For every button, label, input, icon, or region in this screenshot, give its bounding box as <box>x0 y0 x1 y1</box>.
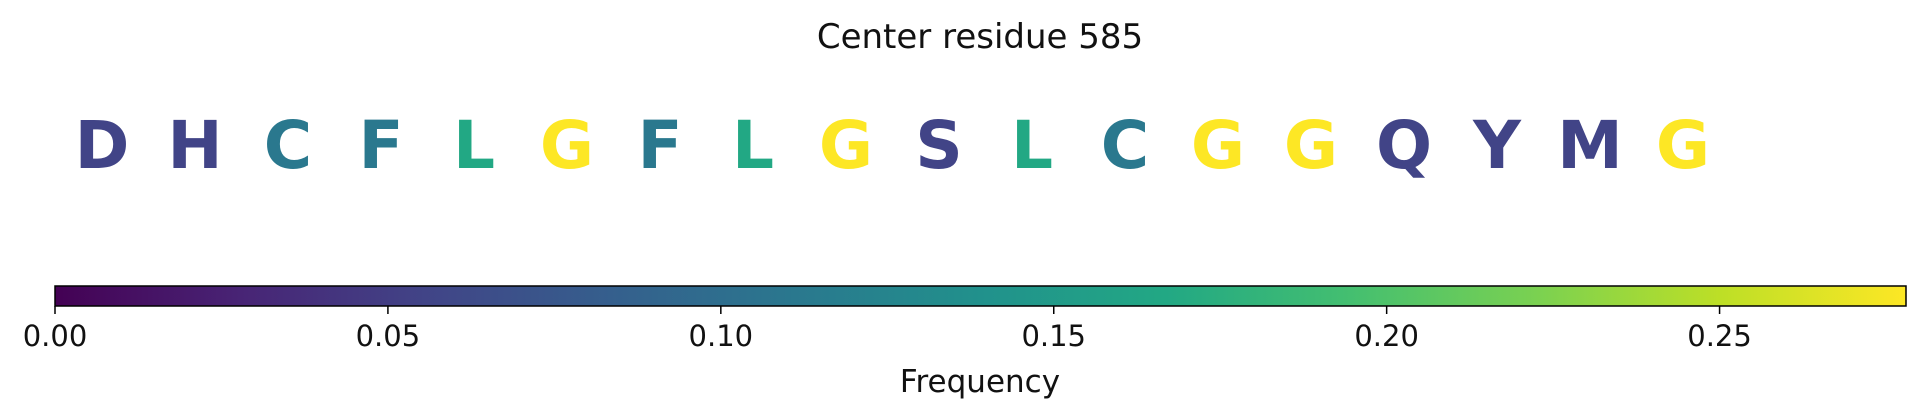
colorbar <box>54 285 1907 307</box>
colorbar-tick-label: 0.00 <box>23 319 88 353</box>
colorbar-tick-label: 0.20 <box>1354 319 1419 353</box>
colorbar-tick-label: 0.10 <box>689 319 754 353</box>
residue-letter: L <box>1011 107 1053 184</box>
residue-letter: L <box>732 107 774 184</box>
residue-letter: G <box>819 107 873 184</box>
residue-letter: G <box>1191 107 1245 184</box>
residue-letter: H <box>167 107 222 184</box>
colorbar-ticks: 0.00 0.05 0.10 0.15 0.20 0.25 <box>23 306 1752 353</box>
residue-letter: S <box>915 107 963 184</box>
residue-letter: G <box>540 107 594 184</box>
colorbar-tick-label: 0.05 <box>356 319 421 353</box>
residue-letter: Y <box>1472 107 1522 184</box>
residue-letter: C <box>1101 107 1149 184</box>
residue-letter: D <box>75 107 130 184</box>
residue-letter: L <box>453 107 495 184</box>
residue-letter: Q <box>1376 107 1432 184</box>
residue-letter: C <box>264 107 312 184</box>
residue-letter: F <box>358 107 403 184</box>
colorbar-label: Frequency <box>900 364 1060 400</box>
chart-title: Center residue 585 <box>817 17 1143 57</box>
residue-letter: M <box>1557 107 1623 184</box>
colorbar-tick-label: 0.15 <box>1021 319 1086 353</box>
colorbar-tick-label: 0.25 <box>1687 319 1752 353</box>
residue-letter: G <box>1656 107 1710 184</box>
residue-letter: F <box>637 107 682 184</box>
residue-letter: G <box>1284 107 1338 184</box>
